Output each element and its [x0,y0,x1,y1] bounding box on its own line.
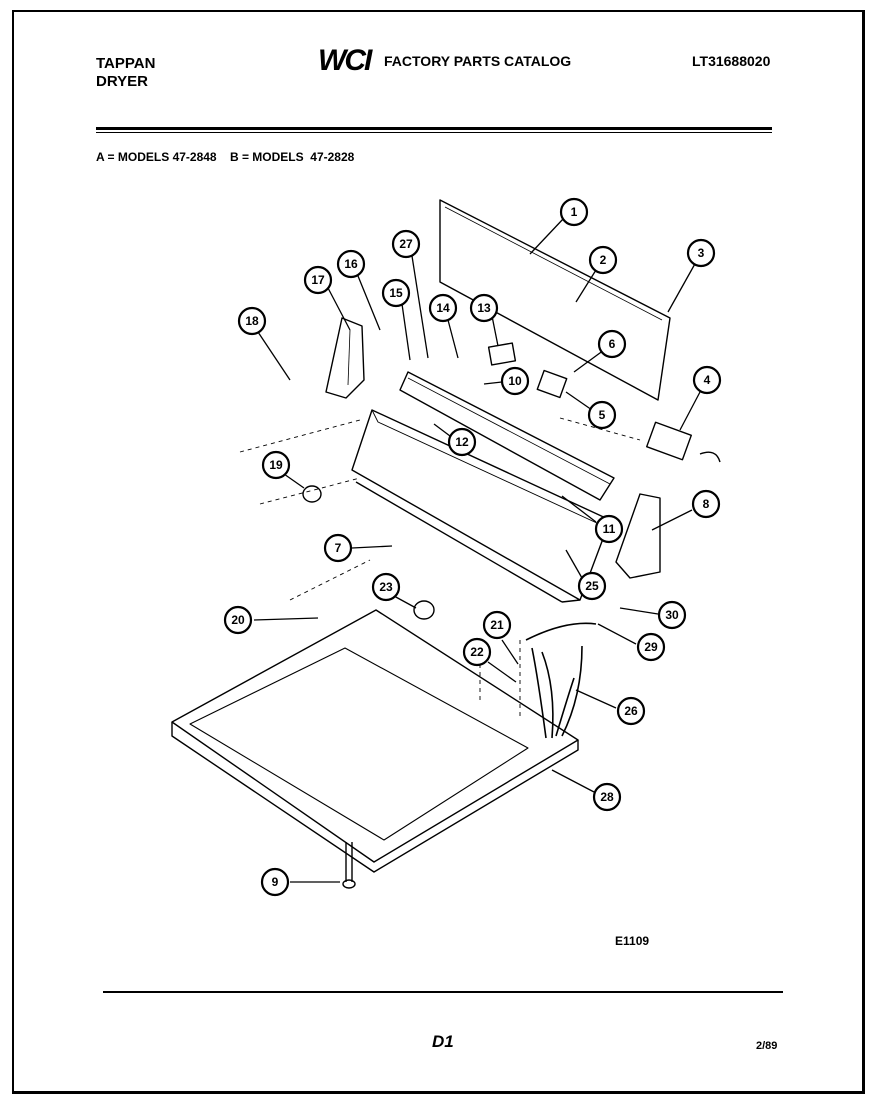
callout-4: 4 [692,365,722,395]
back-panel-drawing [439,199,671,401]
svg-text:4: 4 [704,373,711,387]
right-endcap-drawing [615,493,661,579]
svg-text:29: 29 [644,640,658,654]
svg-text:30: 30 [665,608,679,622]
svg-text:7: 7 [335,541,342,555]
header-rule-thin [96,132,772,133]
callout-29: 29 [636,632,666,662]
callout-3: 3 [686,238,716,268]
product-type: DRYER [96,73,148,90]
svg-text:6: 6 [609,337,616,351]
footer-rule [103,991,783,993]
callout-5: 5 [587,400,617,430]
callout-1: 1 [559,197,589,227]
svg-text:11: 11 [603,522,616,536]
callout-16: 16 [336,249,366,279]
svg-text:27: 27 [399,237,413,251]
svg-text:20: 20 [231,613,245,627]
callout-26: 26 [616,696,646,726]
svg-text:14: 14 [436,301,450,315]
callout-19: 19 [261,450,291,480]
page-code: D1 [432,1032,454,1051]
revision-date: 2/89 [756,1040,778,1052]
callout-6: 6 [597,329,627,359]
callout-9: 9 [260,867,290,897]
top-panel-drawing [171,609,579,873]
control-console-drawing [351,409,613,603]
models-legend: A = MODELS 47-2848 B = MODELS 47-2828 [96,150,355,164]
svg-text:8: 8 [703,497,710,511]
svg-text:19: 19 [269,458,283,472]
svg-text:3: 3 [698,246,705,260]
callout-28: 28 [592,782,622,812]
svg-text:22: 22 [470,645,484,659]
callout-12: 12 [447,427,477,457]
callout-21: 21 [482,610,512,640]
svg-text:18: 18 [245,314,259,328]
callout-17: 17 [303,265,333,295]
callout-25: 25 [577,571,607,601]
document-number: LT31688020 [692,53,771,69]
callout-22: 22 [462,637,492,667]
svg-text:17: 17 [311,273,325,287]
callout-30: 30 [657,600,687,630]
callout-markers: 1 2 3 4 5 6 7 8 9 10 11 12 13 14 15 16 1… [223,197,722,897]
left-endcap-drawing [325,317,365,399]
wci-logo: WCI [318,44,372,77]
callout-10: 10 [500,366,530,396]
callout-15: 15 [381,278,411,308]
figure-id: E1109 [615,934,650,948]
callout-11: 11 [594,514,624,544]
panel-rail-drawing [399,371,615,501]
switch-13-drawing [487,342,517,366]
switch-5-drawing [536,369,568,399]
callout-7: 7 [323,533,353,563]
callout-8: 8 [691,489,721,519]
svg-text:25: 25 [585,579,599,593]
svg-text:5: 5 [599,408,606,422]
svg-text:13: 13 [477,301,491,315]
brand-name: TAPPAN [96,55,156,72]
svg-text:16: 16 [344,257,358,271]
callout-18: 18 [237,306,267,336]
svg-text:26: 26 [624,704,638,718]
svg-text:2: 2 [600,253,607,267]
knob-23-drawing [413,600,435,620]
knob-19-drawing [302,485,322,503]
svg-text:23: 23 [379,580,393,594]
svg-text:15: 15 [389,286,403,300]
timer-drawing [645,421,721,463]
svg-text:9: 9 [272,875,279,889]
callout-13: 13 [469,293,499,323]
wire-harness-drawing [525,622,597,739]
page-frame [12,10,865,1094]
callout-27: 27 [391,229,421,259]
callout-23: 23 [371,572,401,602]
leg-9-drawing [342,842,356,889]
callout-14: 14 [428,293,458,323]
svg-text:1: 1 [571,205,578,219]
catalog-title: FACTORY PARTS CATALOG [384,53,572,69]
header-rule [96,127,772,130]
callout-20: 20 [223,605,253,635]
svg-text:10: 10 [508,374,522,388]
svg-text:28: 28 [600,790,614,804]
svg-text:12: 12 [455,435,469,449]
brand-block: TAPPAN DRYER [96,55,155,91]
svg-text:21: 21 [490,618,504,632]
callout-2: 2 [588,245,618,275]
